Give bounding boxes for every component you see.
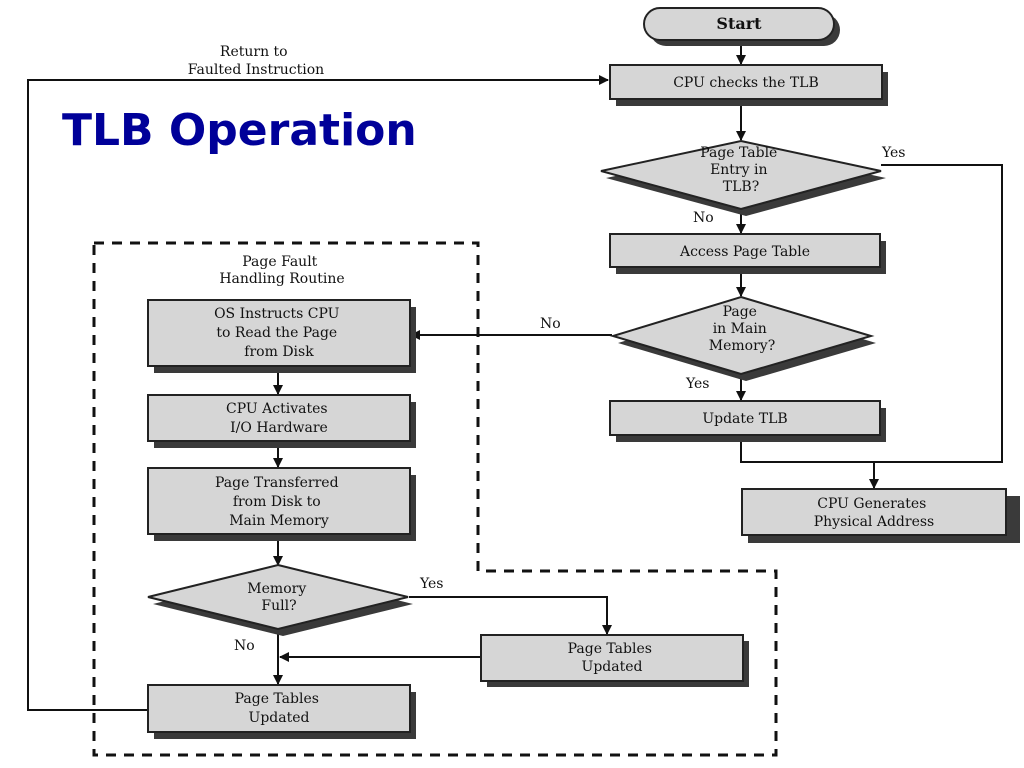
- memory-yes-label: Yes: [685, 376, 710, 392]
- update-tlb-node: Update TLB: [609, 400, 886, 442]
- svg-text:CPU checks the TLB: CPU checks the TLB: [673, 75, 819, 91]
- tlb-yes-label: Yes: [881, 145, 906, 161]
- full-yes-label: Yes: [419, 576, 444, 592]
- tlb-no-label: No: [693, 210, 714, 226]
- edge-tlb-yes: [874, 164, 1003, 463]
- cpu-checks-tlb-node: CPU checks the TLB: [609, 64, 888, 106]
- return-to-faulted-label: Return to Faulted Instruction: [188, 44, 324, 78]
- svg-text:CPU Activates I/O Hardwa: CPU Activates I/O Hardware: [226, 401, 332, 436]
- page-fault-region-boundary: [92, 241, 778, 757]
- cpu-activates-io-node: CPU Activates I/O Hardware: [147, 394, 416, 448]
- access-page-table-node: Access Page Table: [609, 233, 886, 274]
- svg-text:Page Transferred from Di: Page Transferred from Disk to Main Memor…: [215, 475, 343, 529]
- memory-full-decision: Memory Full?: [147, 563, 413, 636]
- edge-update-to-join: [740, 434, 874, 463]
- page-fault-region-label: Page Fault Handling Routine: [219, 254, 344, 287]
- os-instructs-cpu-node: OS Instructs CPU to Read the Page from D…: [147, 299, 416, 373]
- edge-full-yes: [409, 596, 612, 635]
- svg-text:Access Page Table: Access Page Table: [679, 244, 810, 260]
- svg-text:Page Tables Updated: Page Tables Updated: [235, 691, 324, 726]
- full-no-label: No: [234, 638, 255, 654]
- svg-text:Page in Main Memor: Page in Main Memory?: [709, 304, 775, 354]
- page-tables-updated-bottom-node: Page Tables Updated: [147, 684, 416, 739]
- memory-no-label: No: [540, 316, 561, 332]
- edge-return-to-faulted: [27, 75, 609, 711]
- pte-in-tlb-decision: Page Table Entry in TLB?: [600, 139, 886, 216]
- page-transferred-node: Page Transferred from Disk to Main Memor…: [147, 467, 416, 541]
- svg-text:CPU Generates Physical A: CPU Generates Physical Address: [814, 496, 935, 530]
- svg-text:Page Tables Updated: Page Tables Updated: [568, 641, 657, 675]
- start-node: Start: [643, 7, 840, 46]
- page-tables-updated-right-node: Page Tables Updated: [480, 634, 749, 687]
- page-in-main-memory-decision: Page in Main Memory?: [609, 295, 876, 381]
- svg-text:Memory Full?: Memory Full?: [247, 581, 310, 614]
- page-title: TLB Operation: [62, 105, 417, 156]
- svg-text:OS Instructs CPU to Read: OS Instructs CPU to Read the Page from D…: [214, 306, 344, 360]
- svg-text:Page Table Entry in: Page Table Entry in TLB?: [700, 145, 782, 195]
- svg-text:Start: Start: [716, 14, 762, 33]
- svg-text:Update TLB: Update TLB: [702, 411, 787, 427]
- cpu-generates-physical-address-node: CPU Generates Physical Address: [741, 488, 1020, 543]
